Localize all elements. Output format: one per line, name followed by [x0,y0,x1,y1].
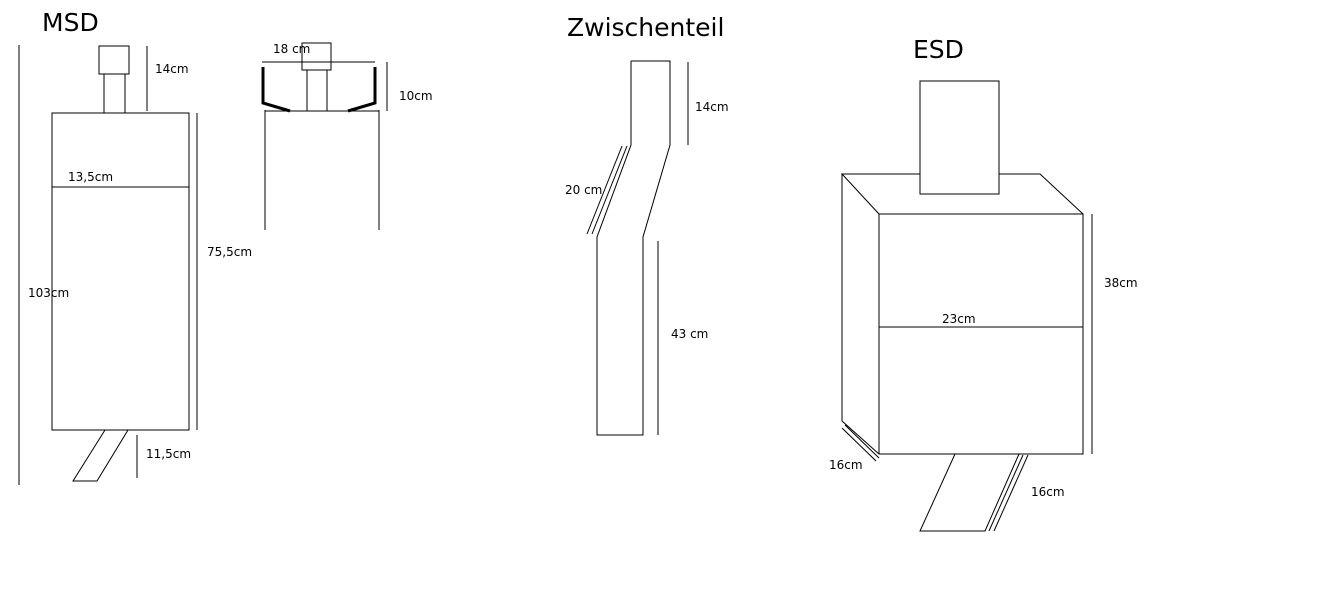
esd-drawing [840,80,1093,532]
zwischenteil-drawing [586,60,689,436]
zwischenteil-middle-label: 20 cm [565,183,603,197]
esd-pipe-dim-line-a [988,454,1024,532]
esd-top-right-edge [999,173,1084,215]
esd-width-label: 23cm [942,312,976,326]
detail-funnel-left [261,67,291,113]
esd-depth-dim-line-a [841,427,877,462]
zwischenteil-mid-dim-line-a [586,145,623,235]
zwischenteil-mid-dim-line-b [591,145,628,235]
zwischenteil-outline [596,60,671,436]
msd-drawing [18,45,198,485]
esd-pipe-dim-line-b [993,454,1029,532]
esd-depth-label: 16cm [829,458,863,472]
msd-top-pipe-label: 14cm [155,62,189,76]
msd-body-height-label: 75,5cm [207,245,253,259]
zwischenteil-title: Zwischenteil [567,13,725,42]
msd-width-label: 13,5cm [68,170,114,184]
esd-depth-dim-line-b [844,424,880,459]
esd-bottom-pipe [919,453,1020,532]
esd-top-box [919,80,1000,195]
esd-front-face [878,213,1084,455]
esd-side-face [841,174,880,455]
msd-bottom-pipe [72,429,129,482]
msd-title: MSD [42,8,99,37]
detail-width-label: 18 cm [273,42,311,56]
detail-height-label: 10cm [399,89,433,103]
esd-title: ESD [913,35,964,64]
detail-top-cap [301,42,332,71]
msd-body [51,112,190,431]
detail-funnel-right [347,67,377,113]
esd-height-label: 38cm [1104,276,1138,290]
msd-top-cap [98,45,130,75]
msd-detail-drawing [262,42,388,230]
esd-top-left-edge [840,173,920,215]
zwischenteil-top-label: 14cm [695,100,729,114]
msd-bottom-pipe-label: 11,5cm [146,447,192,461]
esd-pipe-label: 16cm [1031,485,1065,499]
zwischenteil-bottom-label: 43 cm [671,327,709,341]
msd-total-height-label: 103cm [28,286,70,300]
detail-funnel [261,67,377,113]
